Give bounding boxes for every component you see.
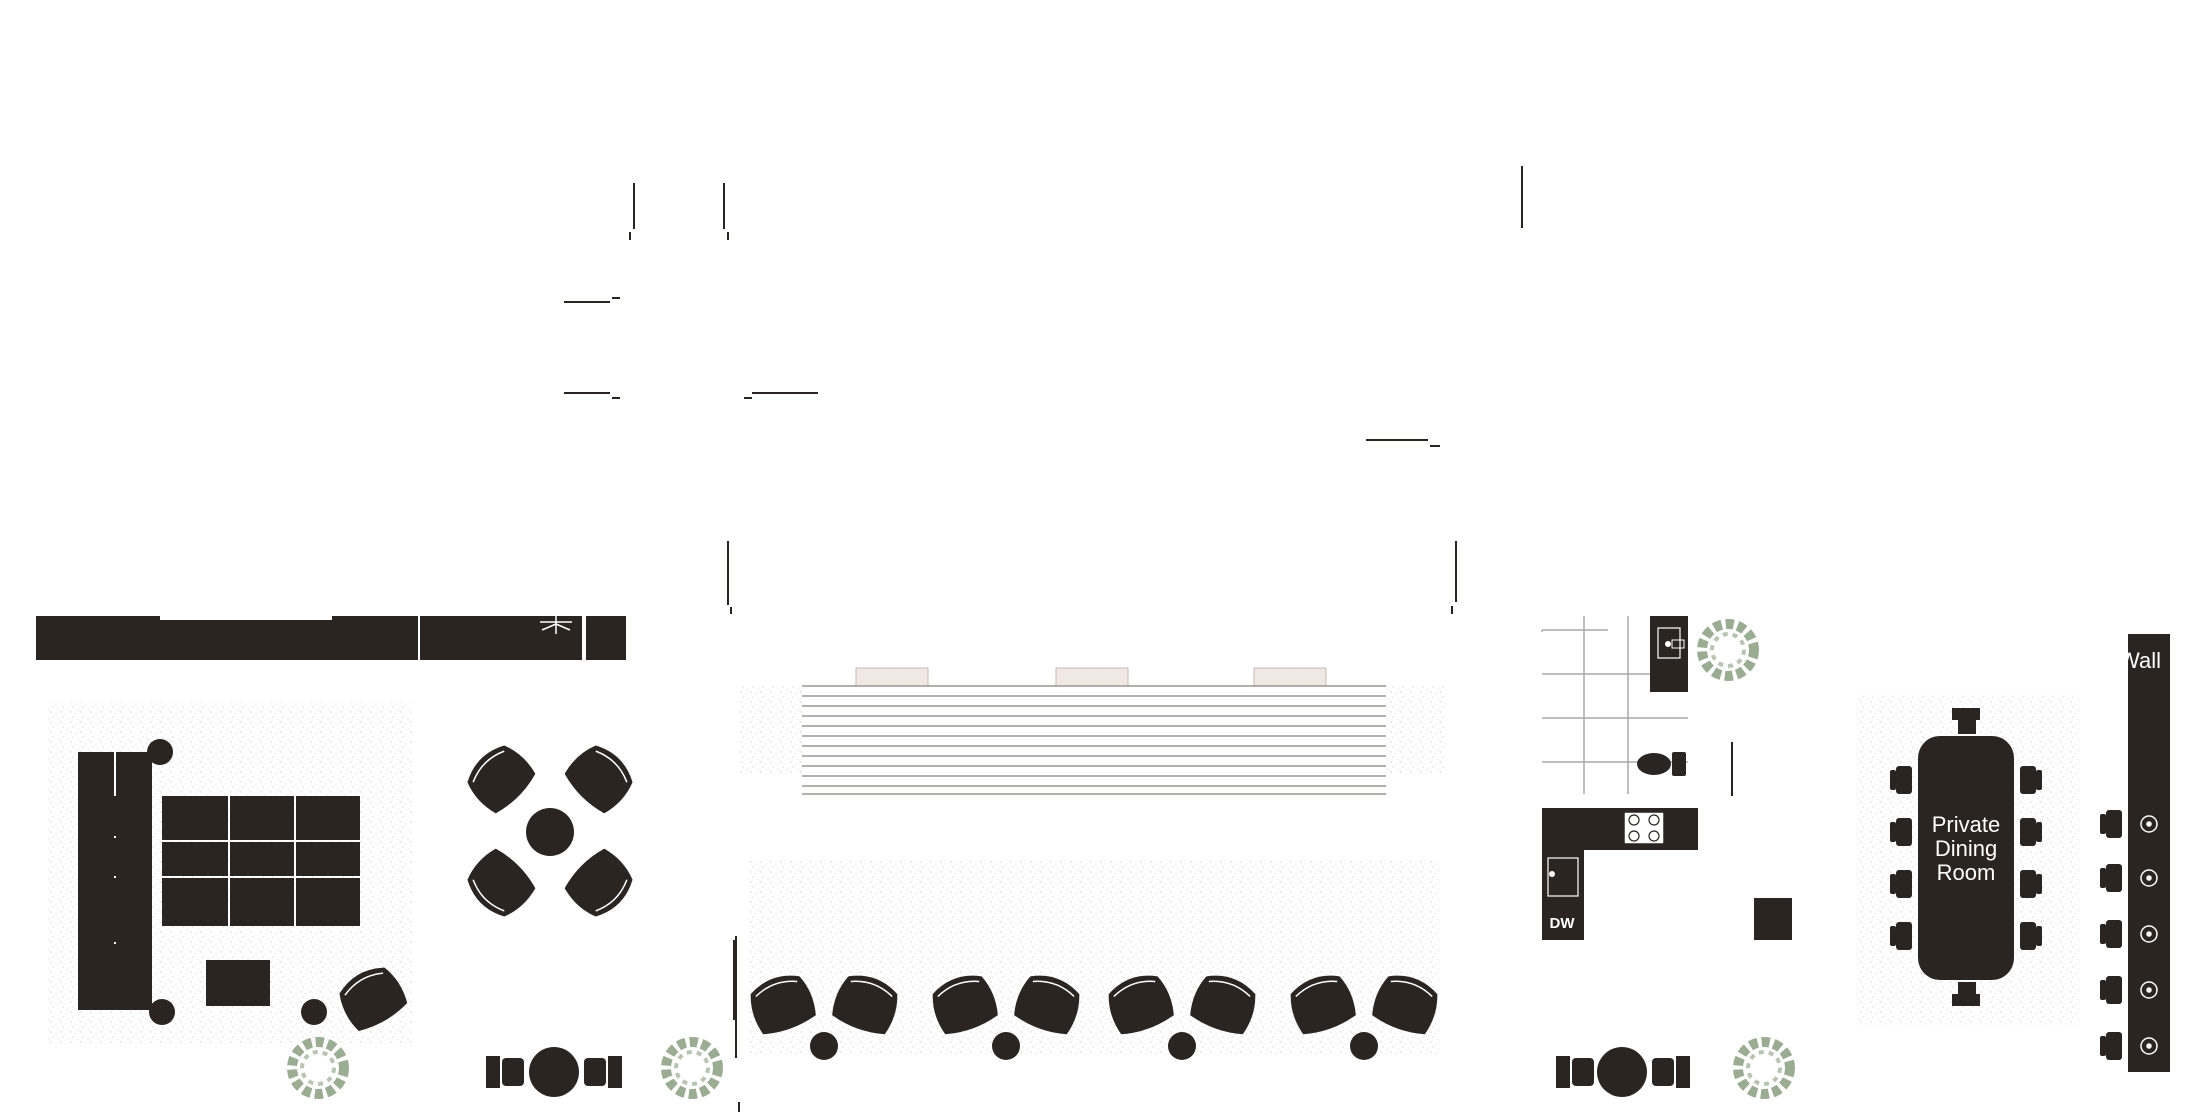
toilet-icon	[1637, 752, 1686, 776]
dishwasher-label: DW	[1550, 915, 1576, 932]
cooktop-icon	[1623, 811, 1665, 845]
kitchen-counter: DW	[1542, 808, 1698, 940]
two-top-table	[1556, 1047, 1690, 1097]
sectional-sofa	[78, 739, 360, 1025]
banquette-seating	[740, 667, 1446, 795]
plant-icon	[1702, 624, 1754, 676]
private-dining-table: Private Dining Room	[1890, 708, 2042, 1006]
room-label-line-1: Private	[1932, 812, 2000, 837]
sink-icon	[1547, 857, 1579, 897]
side-table	[301, 999, 327, 1025]
right-wall: Wall	[2100, 634, 2170, 1072]
room-label-line-2: Dining	[1935, 836, 1997, 861]
lounge-chair-row	[743, 967, 1445, 1060]
plant-icon	[1738, 1042, 1790, 1094]
bar-counter	[36, 616, 626, 660]
wall-label: Wall	[2119, 648, 2161, 673]
prep-table	[1754, 898, 1792, 940]
room-label-line-3: Room	[1937, 860, 1996, 885]
coffee-table	[206, 960, 270, 1006]
lounge-rug	[748, 860, 1440, 1056]
plant-icon	[292, 1042, 344, 1094]
wall-markers	[564, 166, 1733, 1112]
round-table-set	[458, 736, 642, 926]
sink-icon	[540, 616, 572, 634]
plant-icon	[666, 1042, 718, 1094]
tall-cabinet	[1650, 616, 1688, 692]
two-top-table	[486, 1047, 622, 1097]
